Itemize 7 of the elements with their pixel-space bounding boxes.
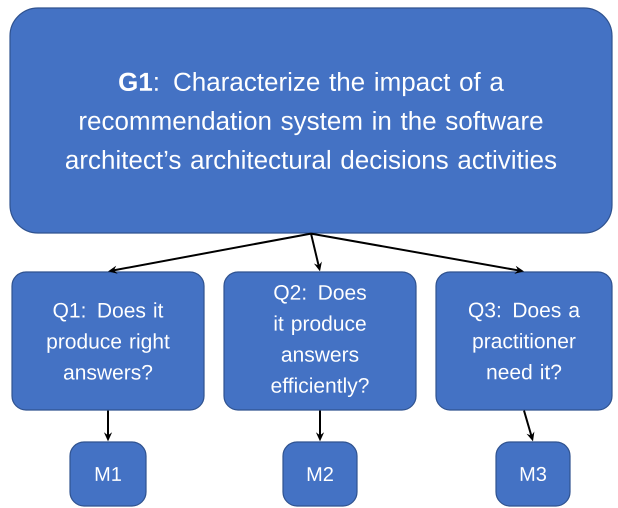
metric-box: M3 xyxy=(495,441,571,507)
question-box: Q2: Does it produce answers efficiently? xyxy=(223,271,417,411)
metric-box: M1 xyxy=(69,441,147,507)
question-box: Q1: Does it produce right answers? xyxy=(11,271,205,411)
goal-box: G1: Characterize the impact of a recommendation system in the software architect’s architectural decisions activities xyxy=(9,7,613,234)
metric-box: M2 xyxy=(282,441,358,507)
question-box: Q3: Does a practitioner need it? xyxy=(435,271,613,411)
